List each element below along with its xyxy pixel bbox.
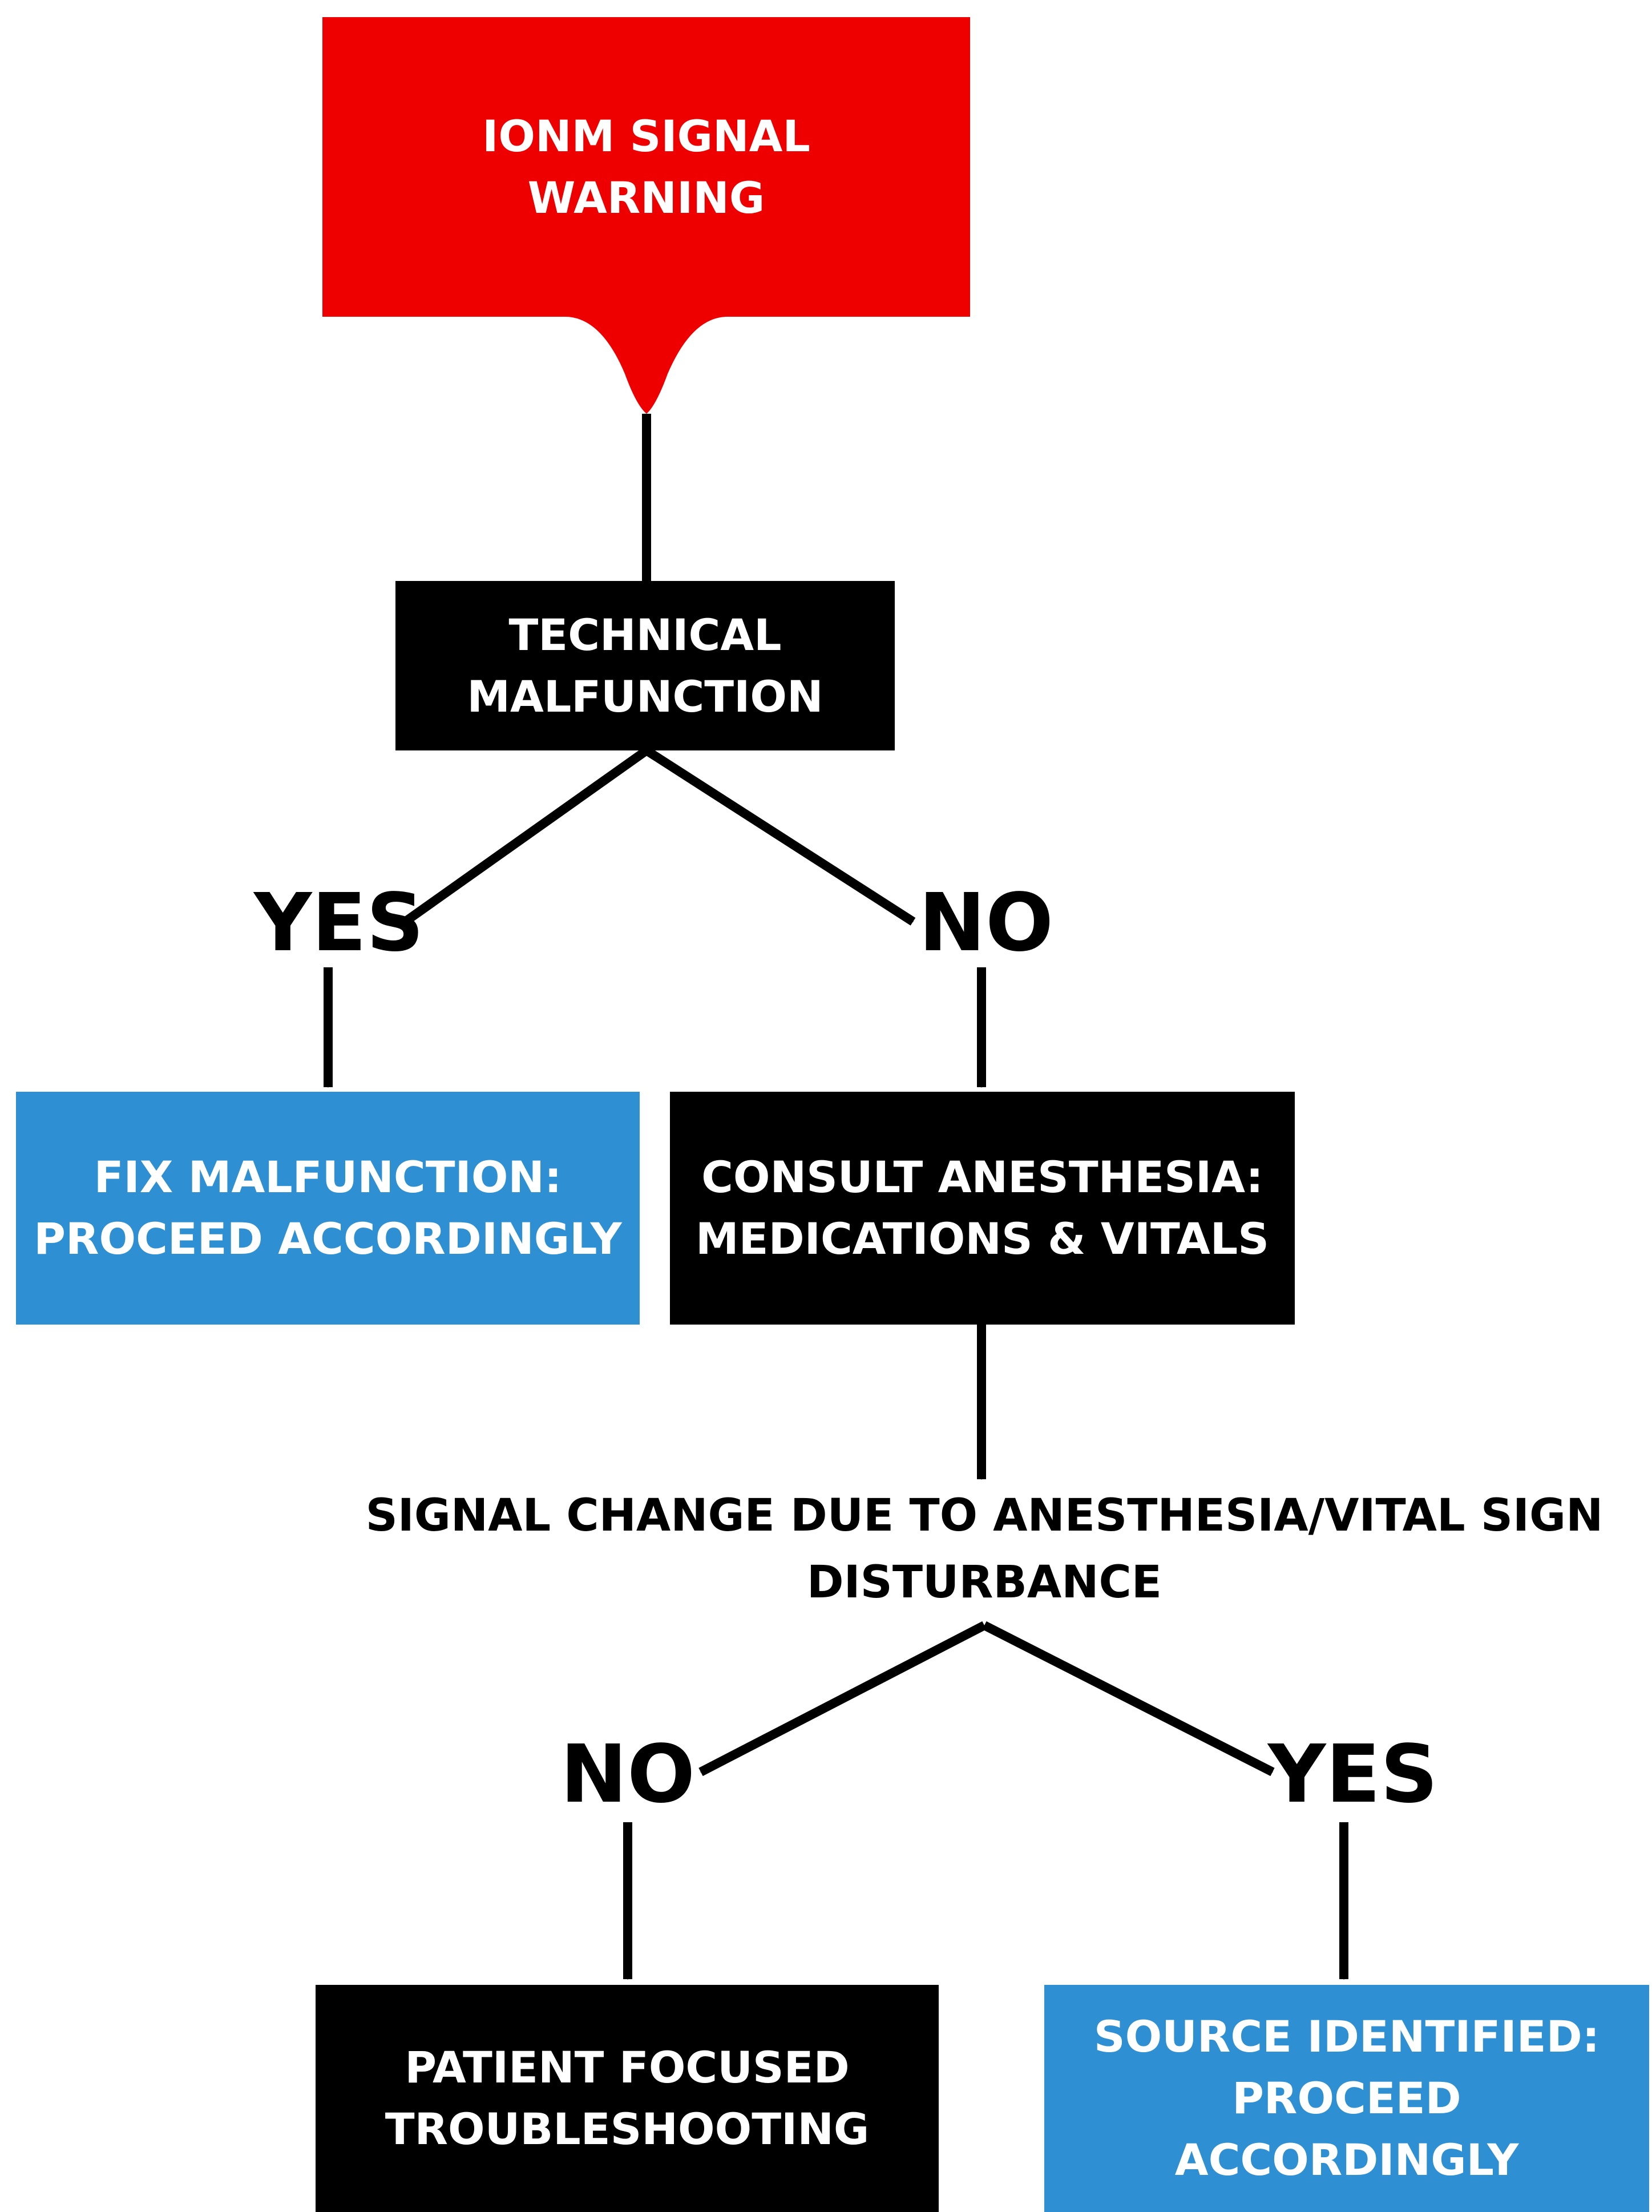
consult-anesthesia-box: CONSULT ANESTHESIA: MEDICATIONS & VITALS — [670, 1092, 1295, 1325]
anesthesia-question-label: SIGNAL CHANGE DUE TO ANESTHESIA/VITAL SI… — [365, 1490, 1603, 1608]
arrow-question-to-yes — [982, 1621, 1275, 1777]
signal-warning-callout — [322, 17, 970, 414]
question-no-label: NO — [560, 1728, 696, 1821]
source-identified-label: SOURCE IDENTIFIED: PROCEED ACCORDINGLY — [1093, 2011, 1600, 2185]
branch-yes-label: YES — [254, 877, 424, 970]
technical-malfunction-box: TECHNICAL MALFUNCTION — [395, 581, 895, 750]
consult-anesthesia-label: CONSULT ANESTHESIA: MEDICATIONS & VITALS — [696, 1152, 1269, 1264]
arrow-question-to-no — [698, 1621, 987, 1777]
patient-focused-box: PATIENT FOCUSED TROUBLESHOOTING — [316, 1985, 939, 2212]
signal-warning-text: IONM SIGNAL WARNING — [482, 110, 810, 223]
branch-no-label: NO — [918, 877, 1054, 970]
fix-malfunction-label: FIX MALFUNCTION: PROCEED ACCORDINGLY — [34, 1152, 622, 1264]
arrow-technical-to-no — [644, 746, 916, 926]
patient-focused-label: PATIENT FOCUSED TROUBLESHOOTING — [385, 2042, 870, 2154]
technical-malfunction-label: TECHNICAL MALFUNCTION — [467, 609, 823, 722]
fix-malfunction-box: FIX MALFUNCTION: PROCEED ACCORDINGLY — [16, 1092, 640, 1325]
signal-warning-label: IONM SIGNAL WARNING — [322, 17, 970, 317]
question-yes-label: YES — [1268, 1728, 1438, 1821]
source-identified-box: SOURCE IDENTIFIED: PROCEED ACCORDINGLY — [1044, 1985, 1649, 2212]
arrow-technical-to-yes — [402, 746, 649, 926]
